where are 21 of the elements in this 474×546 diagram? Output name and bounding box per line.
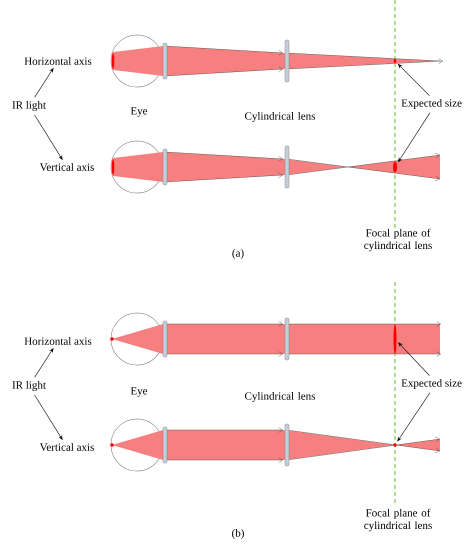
source-label: IR light — [12, 381, 46, 391]
focal-spot — [393, 443, 397, 447]
eye-label: Eye — [130, 107, 148, 117]
callout-label: Expected size — [402, 379, 462, 389]
focal-plane-label: Focal plane of cylindrical lens — [364, 228, 432, 252]
panel-label: (a) — [232, 249, 244, 259]
focal-spot — [393, 162, 397, 172]
axis-label: Horizontal axis — [24, 337, 92, 345]
focal-spot — [394, 324, 396, 354]
focal-spot — [394, 58, 396, 64]
axis-label: Vertical axis — [40, 163, 94, 171]
axis-label: Vertical axis — [40, 443, 94, 451]
lens-label: Cylindrical lens — [245, 392, 316, 402]
axis-label: Horizontal axis — [24, 57, 92, 65]
callout-label: Expected size — [402, 99, 462, 109]
eye-label: Eye — [130, 387, 148, 397]
lens-label: Cylindrical lens — [245, 112, 316, 122]
source-label: IR light — [12, 101, 46, 111]
focal-plane-label: Focal plane of cylindrical lens — [364, 508, 432, 532]
panel-label: (b) — [232, 529, 244, 539]
leader-line — [398, 64, 430, 96]
